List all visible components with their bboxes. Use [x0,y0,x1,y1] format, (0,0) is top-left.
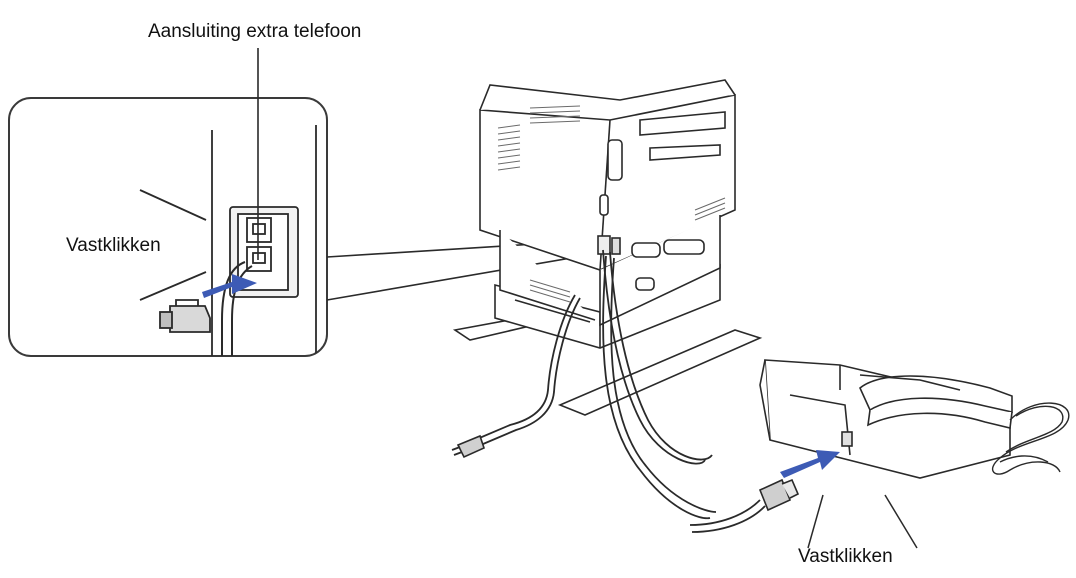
rj11-plug-icon [758,478,800,512]
rj11-plug-icon [159,299,211,333]
telephone [759,359,1013,479]
cables [469,249,766,533]
power-plug-icon [451,434,485,459]
callout-box [8,97,328,357]
click-leader-lines [807,494,918,549]
arrow-right-icon [202,274,257,298]
coiled-cord [991,402,1070,475]
arrow-left-icon [780,450,840,478]
connector-label: Aansluiting extra telefoon [148,21,362,42]
click-label-bottom: Vastklikken [798,546,893,567]
machine-vents [497,105,726,303]
click-label-left: Vastklikken [66,235,161,256]
printer-machine [452,79,763,416]
